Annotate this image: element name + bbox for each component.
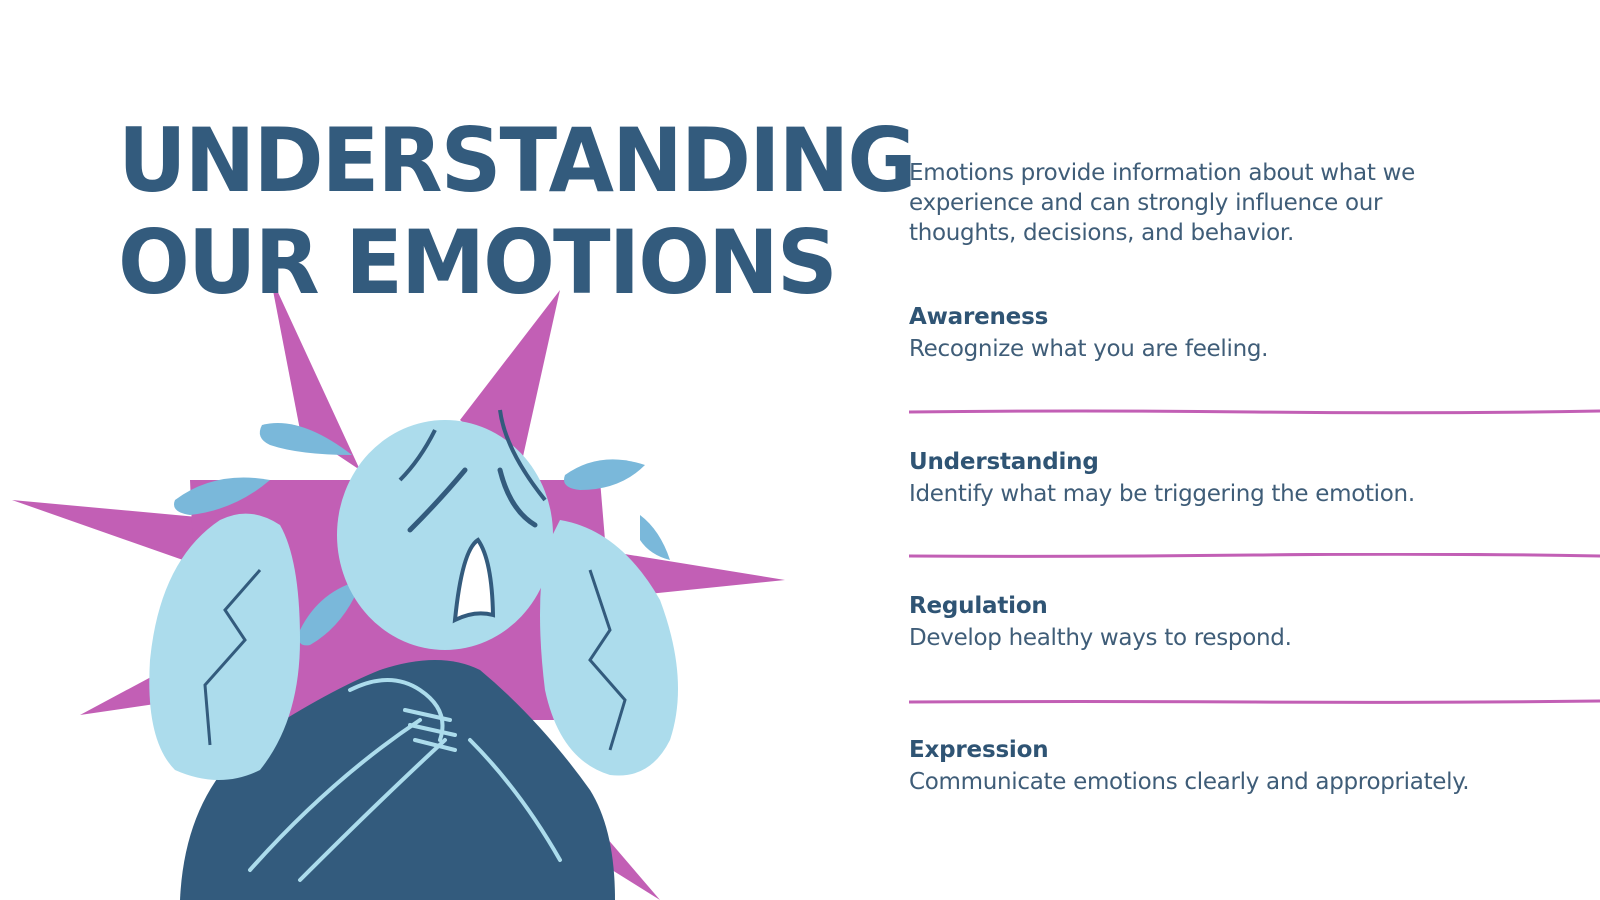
item-text: Identify what may be triggering the emot… bbox=[909, 481, 1415, 507]
body-shape bbox=[180, 660, 615, 900]
crying-person-illustration bbox=[12, 275, 785, 900]
title-line-2: OUR EMOTIONS bbox=[118, 211, 838, 314]
item-regulation: Regulation Develop healthy ways to respo… bbox=[909, 591, 1549, 653]
item-heading: Expression bbox=[909, 737, 1049, 763]
item-expression: Expression Communicate emotions clearly … bbox=[909, 735, 1549, 797]
item-awareness: Awareness Recognize what you are feeling… bbox=[909, 302, 1549, 364]
hair-lines bbox=[203, 569, 627, 751]
intro-text: Emotions provide information about what … bbox=[909, 160, 1415, 246]
item-text: Develop healthy ways to respond. bbox=[909, 625, 1292, 651]
tear-drops bbox=[174, 423, 670, 700]
slide-title: UNDERSTANDING OUR EMOTIONS bbox=[118, 110, 948, 314]
item-understanding: Understanding Identify what may be trigg… bbox=[909, 447, 1549, 509]
head-shape bbox=[337, 409, 553, 650]
hair-shape bbox=[149, 513, 678, 780]
divider-line bbox=[909, 699, 1600, 704]
item-text: Recognize what you are feeling. bbox=[909, 336, 1269, 362]
divider-line bbox=[909, 553, 1600, 558]
item-heading: Awareness bbox=[909, 304, 1049, 330]
item-heading: Regulation bbox=[909, 593, 1048, 619]
title-line-1: UNDERSTANDING bbox=[118, 109, 917, 212]
item-heading: Understanding bbox=[909, 449, 1099, 475]
divider-line bbox=[909, 409, 1600, 415]
arm-lines bbox=[248, 678, 562, 882]
item-text: Communicate emotions clearly and appropr… bbox=[909, 769, 1470, 795]
